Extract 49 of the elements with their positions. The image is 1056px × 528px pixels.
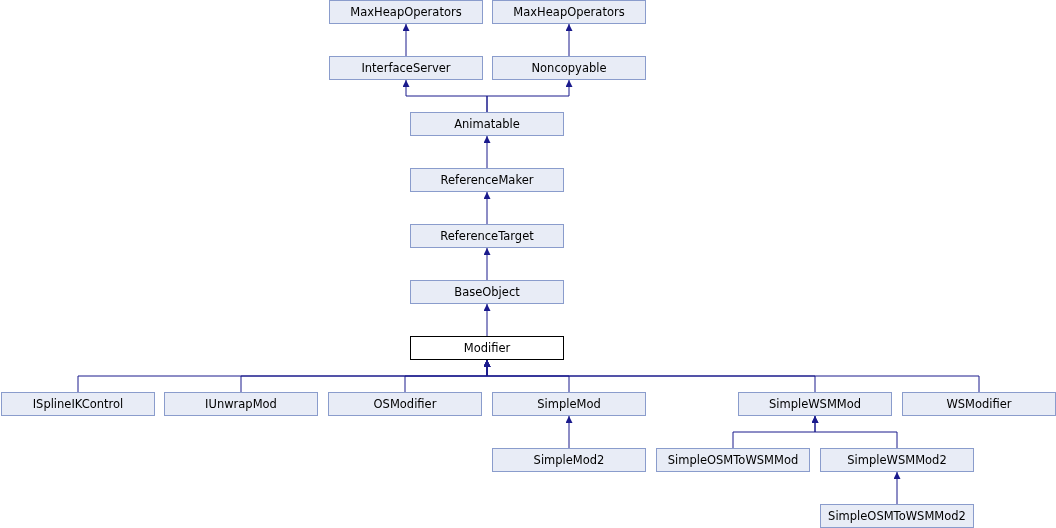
- class-name: Noncopyable: [531, 61, 607, 75]
- class-name: MaxHeapOperators: [513, 5, 625, 19]
- class-box: [328, 392, 482, 416]
- class-name: WSModifier: [946, 397, 1012, 411]
- class-name: InterfaceServer: [361, 61, 451, 75]
- class-name: SimpleWSMMod: [768, 397, 862, 411]
- inheritance-arrow: [811, 415, 898, 449]
- class-box: [164, 392, 318, 416]
- inheritance-arrow: [483, 359, 980, 393]
- inheritance-arrow: [565, 23, 573, 57]
- class-name: Modifier: [463, 341, 511, 355]
- inheritance-arrow: [483, 303, 491, 337]
- class-box: [410, 280, 564, 304]
- class-box: [410, 336, 564, 360]
- class-box: [329, 0, 483, 24]
- class-name: IUnwrapMod: [205, 397, 277, 411]
- class-box: [492, 392, 646, 416]
- class-name: SimpleMod2: [533, 453, 605, 467]
- class-name: OSModifier: [373, 397, 437, 411]
- class-box: [410, 168, 564, 192]
- class-box: [1, 392, 155, 416]
- class-box: [656, 448, 810, 472]
- class-name: MaxHeapOperators: [350, 5, 462, 19]
- class-box: [492, 56, 646, 80]
- inheritance-arrow: [483, 191, 491, 225]
- inheritance-arrow: [565, 415, 573, 449]
- class-box: [902, 392, 1056, 416]
- class-name: SimpleOSMToWSMMod: [667, 453, 799, 467]
- class-name: SimpleOSMToWSMMod2: [828, 509, 966, 523]
- class-name: SimpleWSMMod2: [847, 453, 947, 467]
- class-box: [492, 0, 646, 24]
- class-box: [820, 504, 974, 528]
- class-name: Animatable: [454, 117, 520, 131]
- class-name: BaseObject: [454, 285, 520, 299]
- inheritance-arrow: [893, 471, 901, 505]
- inheritance-arrow: [486, 79, 573, 113]
- class-box: [738, 392, 892, 416]
- class-box: [820, 448, 974, 472]
- class-box: [410, 224, 564, 248]
- class-name: SimpleMod: [537, 397, 601, 411]
- class-name: ISplineIKControl: [32, 397, 124, 411]
- class-box: [410, 112, 564, 136]
- inheritance-arrow: [483, 135, 491, 169]
- class-box: [492, 448, 646, 472]
- class-name: ReferenceTarget: [440, 229, 534, 243]
- class-name: ReferenceMaker: [440, 173, 534, 187]
- class-box: [329, 56, 483, 80]
- inheritance-arrow: [402, 23, 410, 57]
- inheritance-arrow: [483, 247, 491, 281]
